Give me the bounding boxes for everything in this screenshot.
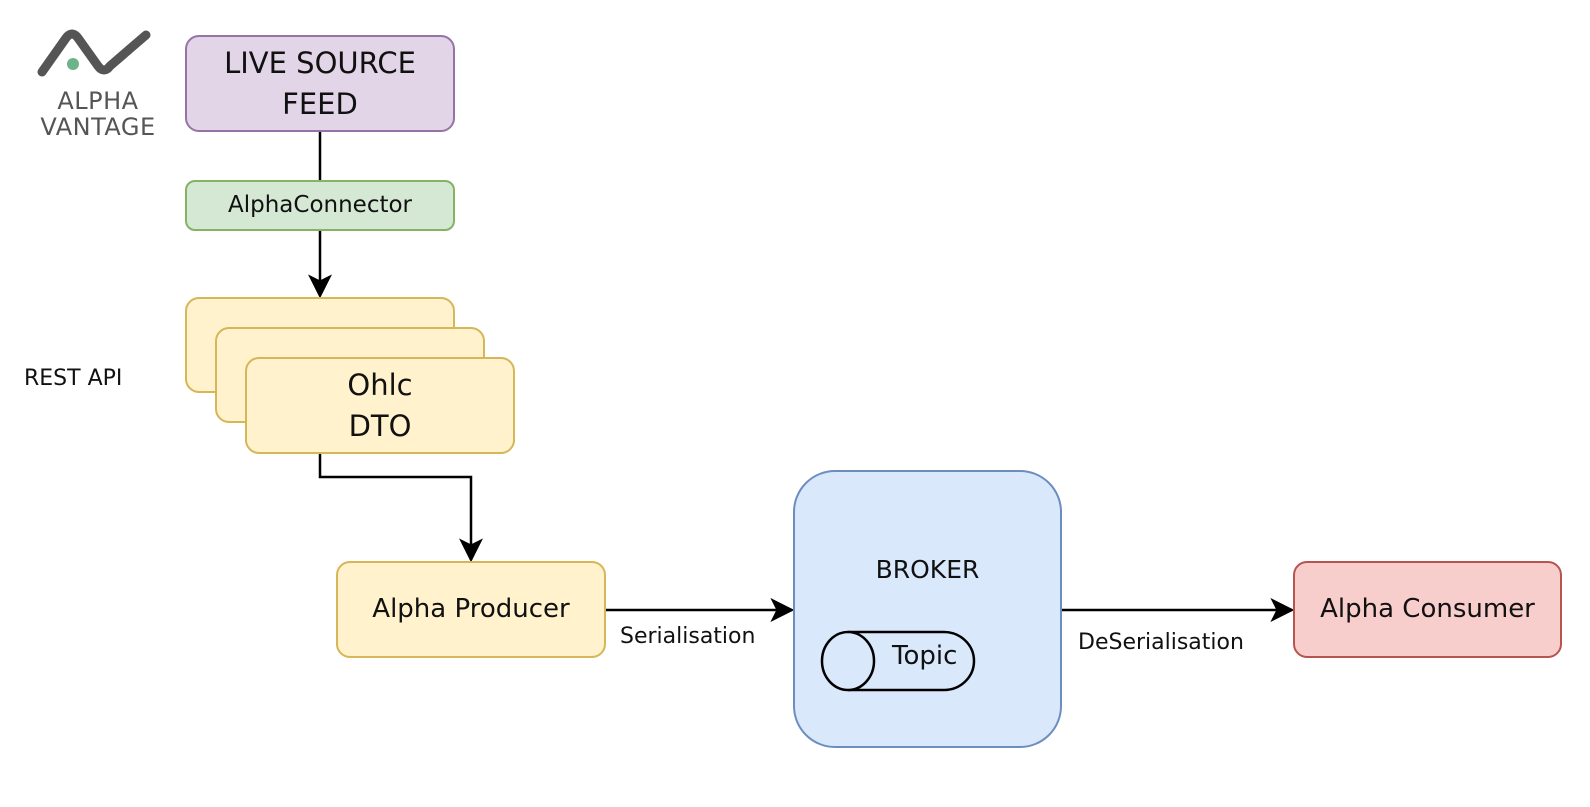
producer-label: Alpha Producer xyxy=(372,594,570,625)
deserialisation-label: DeSerialisation xyxy=(1078,630,1244,655)
logo-wordmark: ALPHA VANTAGE xyxy=(36,88,160,140)
ohlc-dto-node: Ohlc DTO xyxy=(245,357,515,454)
alpha-vantage-logo-icon xyxy=(37,29,151,77)
dto-line-1: Ohlc xyxy=(347,367,413,402)
rest-api-label: REST API xyxy=(24,366,123,391)
broker-label: BROKER xyxy=(875,555,980,584)
serialisation-label: Serialisation xyxy=(620,624,756,649)
alpha-producer-node: Alpha Producer xyxy=(336,561,606,658)
consumer-label: Alpha Consumer xyxy=(1320,594,1535,625)
live-feed-line-2: FEED xyxy=(282,86,358,121)
broker-node: BROKER xyxy=(793,470,1062,748)
topic-label: Topic xyxy=(892,641,958,671)
logo-line-2: VANTAGE xyxy=(40,113,156,141)
alpha-connector-node: AlphaConnector xyxy=(185,180,455,231)
live-feed-line-1: LIVE SOURCE xyxy=(224,45,416,80)
alpha-consumer-node: Alpha Consumer xyxy=(1293,561,1562,658)
connector-label: AlphaConnector xyxy=(227,192,413,219)
edge-dto-to-producer xyxy=(318,454,483,563)
live-source-feed-node: LIVE SOURCE FEED xyxy=(185,35,455,132)
dto-line-2: DTO xyxy=(348,408,412,443)
logo-line-1: ALPHA xyxy=(57,87,139,115)
